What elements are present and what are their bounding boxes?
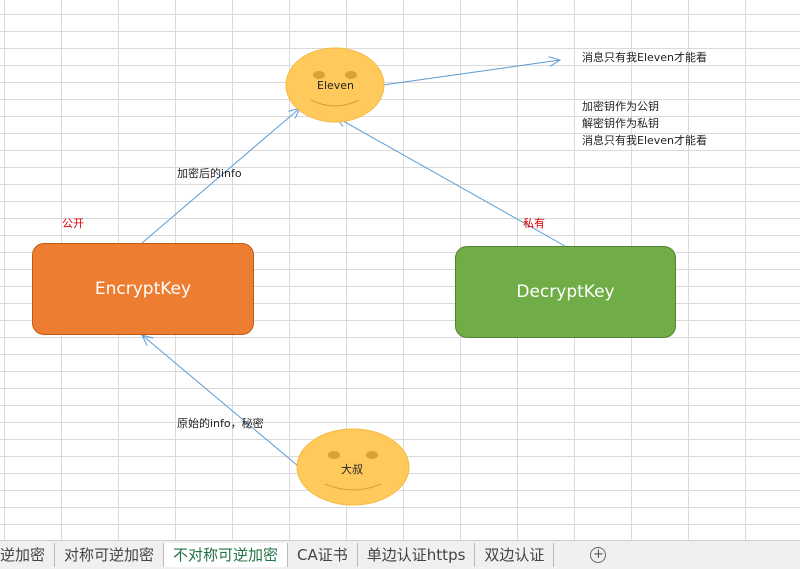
note-line: 解密钥作为私钥 <box>582 117 659 130</box>
eleven-label: Eleven <box>317 79 355 92</box>
decrypt-key-box[interactable]: DecryptKey <box>455 246 676 338</box>
arrow-decrypt-to-eleven <box>336 117 566 247</box>
encrypt-key-box[interactable]: EncryptKey <box>32 243 254 335</box>
eleven-smiley <box>285 47 385 123</box>
diagram-canvas <box>0 47 566 506</box>
tab-ca-certificate[interactable]: CA证书 <box>288 543 358 567</box>
tab-symmetric-encryption[interactable]: 对称可逆加密 <box>55 543 165 567</box>
arrow-eleven-to-message <box>382 60 560 86</box>
original-info-label: 原始的info，秘密 <box>177 417 264 430</box>
uncle-label: 大叔 <box>341 463 363 476</box>
arrow-encrypt-to-eleven <box>141 108 300 244</box>
note-line: 消息只有我Eleven才能看 <box>582 134 708 147</box>
tab-two-way-auth[interactable]: 双边认证 <box>475 543 555 567</box>
arrow-uncle-to-encrypt <box>142 335 299 467</box>
encrypted-info-label: 加密后的info <box>177 167 242 180</box>
tab-one-way-https[interactable]: 单边认证https <box>358 543 476 567</box>
private-label: 私有 <box>523 217 545 230</box>
public-label: 公开 <box>62 217 84 230</box>
only-eleven-text: 消息只有我Eleven才能看 <box>582 51 708 64</box>
add-sheet-icon[interactable]: + <box>590 547 607 563</box>
sheet-tab-bar: 逆加密 对称可逆加密 不对称可逆加密 CA证书 单边认证https 双边认证 + <box>0 540 800 569</box>
tab-asymmetric-encryption[interactable]: 不对称可逆加密 <box>164 543 289 567</box>
tab-reversible-encryption[interactable]: 逆加密 <box>0 543 56 567</box>
uncle-smiley <box>296 428 410 506</box>
note-line: 加密钥作为公钥 <box>582 100 659 113</box>
